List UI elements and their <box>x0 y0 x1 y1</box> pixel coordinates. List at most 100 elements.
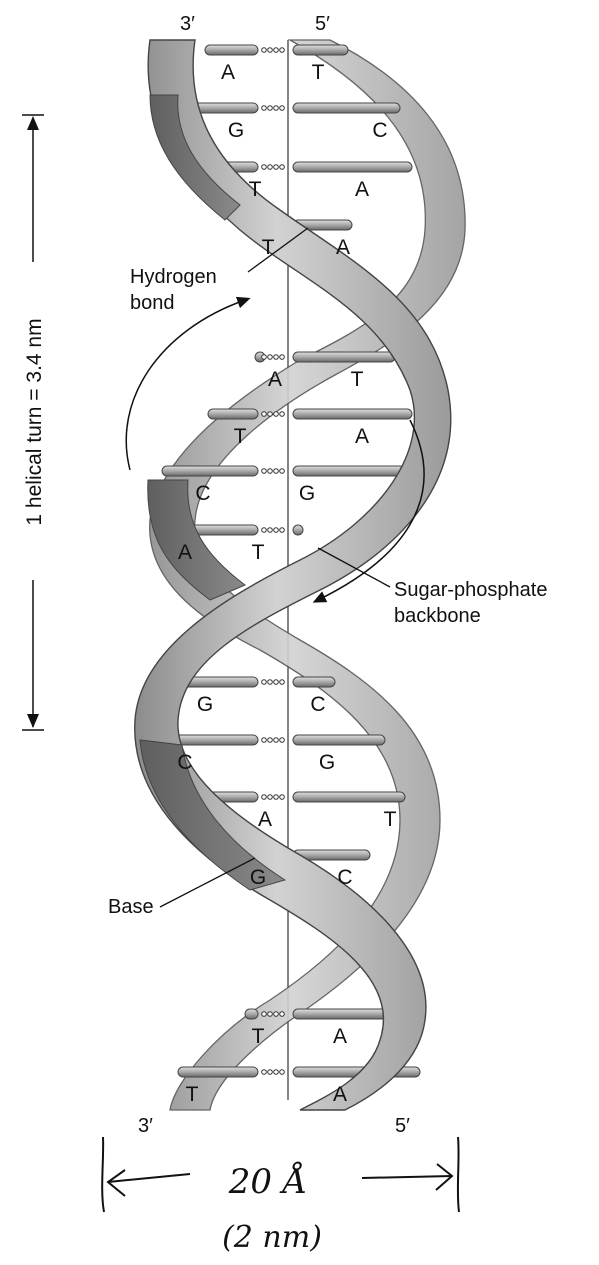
hydrogen-bond-dot <box>274 355 279 360</box>
width-nm-label: (2 nm) <box>222 1220 322 1255</box>
base-letter-left: T <box>252 1025 265 1048</box>
hydrogen-bond-dot <box>280 355 285 360</box>
base-letter-left: A <box>221 61 235 84</box>
base-letter-left: A <box>258 808 272 831</box>
backbone-label-line2: backbone <box>394 605 481 627</box>
hydrogen-bond-dot <box>262 106 267 111</box>
hydrogen-bond-dot <box>280 680 285 685</box>
base-pair-rung-right <box>293 103 400 113</box>
base-letter-right: T <box>384 808 397 831</box>
hydrogen-bond-dot <box>262 738 267 743</box>
base-letter-right: C <box>372 119 387 142</box>
base-pair-rung-left <box>162 466 258 476</box>
base-pair-rung-left <box>245 1009 258 1019</box>
base-pair-rung-left <box>178 1067 258 1077</box>
hydrogen-bond-dot <box>268 738 273 743</box>
hydrogen-bond-dot <box>268 528 273 533</box>
hydrogen-bond-label-line2: bond <box>130 292 175 314</box>
hydrogen-bond-dot <box>262 680 267 685</box>
base-pair-rung-left <box>208 409 258 419</box>
hydrogen-bond-dot <box>262 165 267 170</box>
strand-end-top-right: 5′ <box>315 13 330 35</box>
strand-end-top-left: 3′ <box>180 13 195 35</box>
hydrogen-bond-dot <box>280 469 285 474</box>
hydrogen-bond-dot <box>280 1012 285 1017</box>
hydrogen-bond-dot <box>280 795 285 800</box>
hydrogen-bond-dot <box>280 528 285 533</box>
hydrogen-bond-dot <box>262 795 267 800</box>
base-letter-right: C <box>310 693 325 716</box>
base-letter-right: A <box>355 425 369 448</box>
strand-end-bottom-right: 5′ <box>395 1115 410 1137</box>
hydrogen-bond-dot <box>274 165 279 170</box>
base-pair-rung-right <box>293 162 412 172</box>
hydrogen-bond-dot <box>268 469 273 474</box>
base-letter-left: A <box>268 368 282 391</box>
base-pair-rung-left <box>205 45 258 55</box>
hydrogen-bond-dot <box>274 1070 279 1075</box>
base-letter-left: C <box>177 751 192 774</box>
base-letter-left: T <box>262 236 275 259</box>
width-angstrom-label: 20 Å <box>228 1161 308 1202</box>
hydrogen-bond-dot <box>274 1012 279 1017</box>
base-letter-right: T <box>312 61 325 84</box>
base-letter-left: T <box>234 425 247 448</box>
base-pair-rung-right <box>293 525 303 535</box>
hydrogen-bond-dot <box>268 48 273 53</box>
hydrogen-bond-dot <box>262 469 267 474</box>
hydrogen-bond-dot <box>268 412 273 417</box>
base-letter-right: G <box>319 751 335 774</box>
hydrogen-bond-dot <box>280 412 285 417</box>
base-pair-rung-right <box>293 466 405 476</box>
hydrogen-bond-dot <box>268 680 273 685</box>
hydrogen-bond-dot <box>262 412 267 417</box>
base-pair-rung-right <box>293 735 385 745</box>
hydrogen-bond-dot <box>274 48 279 53</box>
hydrogen-bond-dot <box>274 795 279 800</box>
hydrogen-bond-label-line1: Hydrogen <box>130 266 217 288</box>
hydrogen-bond-dot <box>274 528 279 533</box>
base-letter-right: C <box>337 866 352 889</box>
hydrogen-bond-dot <box>262 1070 267 1075</box>
hydrogen-bond-dot <box>268 795 273 800</box>
hydrogen-bond-dot <box>274 680 279 685</box>
base-letter-left: G <box>250 866 266 889</box>
base-letter-left: G <box>197 693 213 716</box>
hydrogen-bond-dot <box>262 48 267 53</box>
hydrogen-bond-dot <box>268 165 273 170</box>
base-letter-right: A <box>355 178 369 201</box>
hydrogen-bond-dot <box>280 738 285 743</box>
hydrogen-bond-dot <box>262 528 267 533</box>
base-label: Base <box>108 896 154 918</box>
base-letter-right: T <box>351 368 364 391</box>
hydrogen-bond-dot <box>268 1070 273 1075</box>
hydrogen-bond-dot <box>268 106 273 111</box>
hydrogen-bond-dot <box>280 1070 285 1075</box>
base-letter-left: T <box>249 178 262 201</box>
hydrogen-bond-dot <box>274 106 279 111</box>
hydrogen-bond-dot <box>274 412 279 417</box>
base-pair-rung-right <box>293 45 348 55</box>
base-letter-right: A <box>336 236 350 259</box>
base-pair-rung-right <box>293 677 335 687</box>
base-pair-rung-right <box>293 792 405 802</box>
backbone-label-line1: Sugar-phosphate <box>394 579 547 601</box>
helical-turn-label: 1 helical turn = 3.4 nm <box>23 318 46 525</box>
base-letter-left: C <box>195 482 210 505</box>
hydrogen-bond-dot <box>262 355 267 360</box>
hydrogen-bond-dot <box>262 1012 267 1017</box>
hydrogen-bond-dot <box>274 738 279 743</box>
hydrogen-bond-dot <box>268 1012 273 1017</box>
base-pair-rung-right <box>293 352 395 362</box>
base-letter-right: A <box>333 1083 347 1106</box>
base-letter-left: G <box>228 119 244 142</box>
base-letter-left: T <box>186 1083 199 1106</box>
hydrogen-bond-dot <box>268 355 273 360</box>
base-letter-left: A <box>178 541 192 564</box>
strand-end-bottom-left: 3′ <box>138 1115 153 1137</box>
base-letter-right: T <box>252 541 265 564</box>
hydrogen-bond-dot <box>274 469 279 474</box>
base-letter-right: G <box>299 482 315 505</box>
front-strand <box>135 40 451 1110</box>
